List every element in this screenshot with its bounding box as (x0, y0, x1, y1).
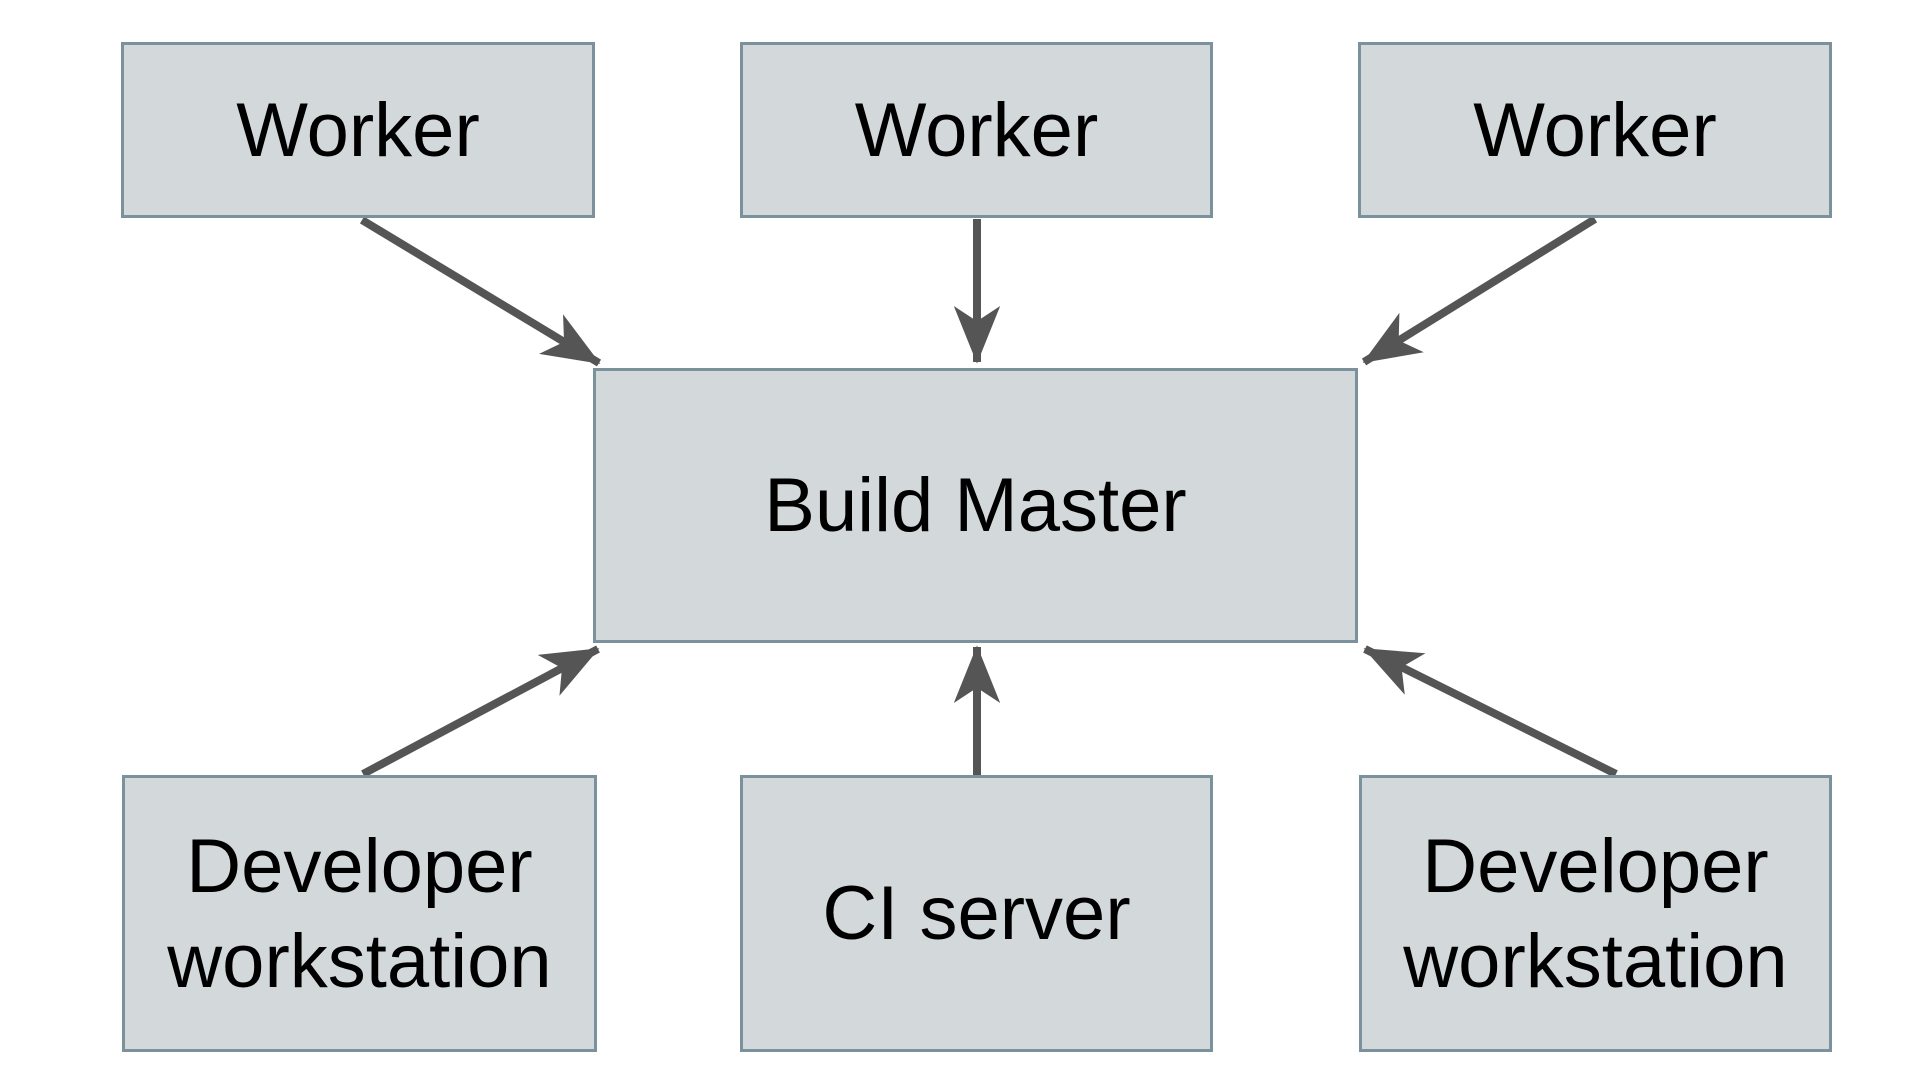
node-worker-1: Worker (121, 42, 595, 218)
node-developer-workstation-right: Developer workstation (1359, 775, 1832, 1052)
node-worker-2-label: Worker (854, 87, 1099, 173)
node-developer-workstation-left: Developer workstation (122, 775, 597, 1052)
arrow-worker3-to-buildmaster (1361, 215, 1598, 366)
node-worker-3-label: Worker (1473, 87, 1717, 173)
node-build-master-label: Build Master (764, 463, 1187, 548)
arrow-devright-to-buildmaster (1363, 645, 1618, 778)
node-ci-server-label: CI server (822, 871, 1131, 956)
node-build-master: Build Master (593, 368, 1358, 643)
node-developer-workstation-left-label: Developer workstation (167, 823, 552, 1004)
arrow-devleft-to-buildmaster (361, 645, 600, 778)
node-worker-1-label: Worker (236, 87, 480, 173)
node-developer-workstation-right-label: Developer workstation (1403, 823, 1788, 1004)
node-worker-3: Worker (1358, 42, 1832, 218)
arrow-worker1-to-buildmaster (359, 216, 602, 367)
node-worker-2: Worker (740, 42, 1213, 218)
node-ci-server: CI server (740, 775, 1213, 1052)
